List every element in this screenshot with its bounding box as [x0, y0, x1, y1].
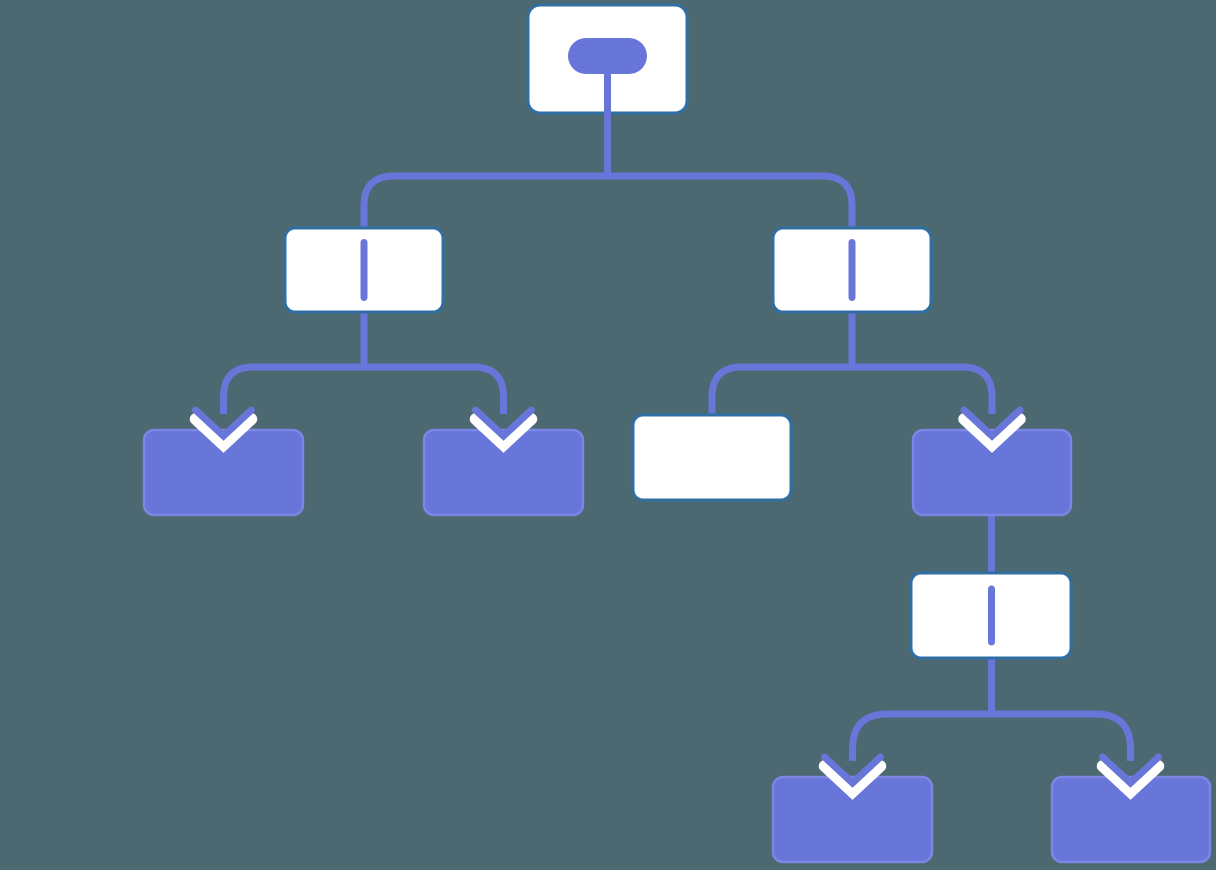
node-leaf-a[interactable] — [142, 428, 305, 517]
vertical-divider-icon — [360, 239, 368, 301]
node-card-e[interactable] — [909, 571, 1073, 660]
vertical-divider-icon — [988, 585, 995, 646]
node-branch-right[interactable] — [771, 226, 933, 314]
overlays — [196, 70, 1159, 792]
node-leaf-d-card[interactable] — [911, 428, 1073, 517]
node-leaf-f[interactable] — [771, 775, 934, 864]
node-card-c[interactable] — [631, 413, 793, 502]
node-card-c-card[interactable] — [631, 413, 793, 502]
edge-branch-right-to-children — [708, 363, 996, 420]
node-leaf-g[interactable] — [1050, 775, 1212, 864]
edge-card-e-to-bottom-leaves — [849, 710, 1134, 761]
node-leaf-d[interactable] — [911, 428, 1073, 517]
node-leaf-g-card[interactable] — [1050, 775, 1212, 864]
edge-branch-left-to-leaves — [220, 363, 507, 414]
node-leaf-b-card[interactable] — [422, 428, 585, 517]
node-leaf-f-card[interactable] — [771, 775, 934, 864]
pill-badge-icon — [568, 38, 647, 74]
node-leaf-b[interactable] — [422, 428, 585, 517]
node-branch-left[interactable] — [283, 226, 445, 314]
nodes — [142, 3, 1212, 864]
vertical-divider-icon — [848, 239, 856, 301]
node-leaf-a-card[interactable] — [142, 428, 305, 517]
